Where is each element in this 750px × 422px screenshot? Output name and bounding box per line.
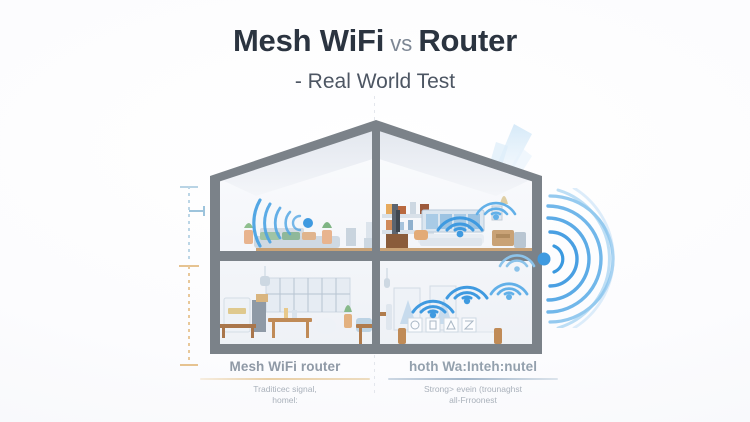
wifi-signal-lower-right-a bbox=[411, 299, 455, 319]
gauge-segment-lower bbox=[188, 266, 190, 366]
wifi-signal-upper-left bbox=[252, 198, 313, 248]
wifi-signal-upper-right-b bbox=[475, 201, 517, 220]
ceiling-right bbox=[376, 130, 530, 196]
title-vs: vs bbox=[384, 31, 419, 56]
room-lower-left bbox=[220, 266, 372, 338]
wifi-signal-lower-right-c bbox=[489, 282, 529, 300]
house-structure bbox=[210, 120, 542, 354]
caption-left-sub-line1: Traditicec signal, bbox=[253, 383, 317, 394]
title-part1: Mesh WiFi bbox=[232, 23, 385, 58]
node-dot-left bbox=[303, 218, 313, 228]
gauge-cap-bottom bbox=[180, 364, 198, 366]
title-part2: Router bbox=[418, 23, 518, 58]
wifi-signal-upper-right-a bbox=[436, 216, 484, 238]
ceiling-left bbox=[222, 130, 376, 196]
room-upper-left bbox=[244, 202, 434, 252]
page-title: Mesh WiFi vs Router bbox=[0, 22, 750, 63]
wifi-signal-lower-right-b bbox=[445, 285, 489, 305]
title-block: Mesh WiFi vs Router - Real World Test bbox=[0, 22, 750, 95]
gauge-segment-upper bbox=[188, 186, 190, 262]
page-subtitle: - Real World Test bbox=[294, 70, 456, 93]
node-dot-exterior bbox=[537, 252, 551, 266]
caption-right-heading: hoth Wa:Inteh:nutel bbox=[408, 359, 538, 374]
exterior-mesh-broadcast bbox=[537, 188, 615, 328]
gauge-tick-marker bbox=[189, 206, 205, 216]
caption-right-sub-line1: Strong> evein (trounaghst bbox=[423, 383, 523, 394]
caption-left-heading: Mesh WiFi router bbox=[229, 359, 341, 374]
caption-right: hoth Wa:Inteh:nutel Strong> evein (troun… bbox=[378, 358, 568, 406]
caption-row: Mesh WiFi router Traditicec signal, home… bbox=[0, 358, 750, 414]
caption-right-rule bbox=[388, 378, 558, 380]
caption-right-sub-line2: all-Frroonest bbox=[449, 394, 497, 405]
vertical-range-gauge bbox=[176, 186, 205, 366]
caption-left-rule bbox=[200, 378, 370, 380]
wifi-signal-mid-right bbox=[498, 254, 536, 272]
caption-left-sub-line2: homel: bbox=[272, 394, 298, 405]
house-cutaway-illustration bbox=[210, 120, 542, 354]
caption-left: Mesh WiFi router Traditicec signal, home… bbox=[190, 358, 380, 406]
